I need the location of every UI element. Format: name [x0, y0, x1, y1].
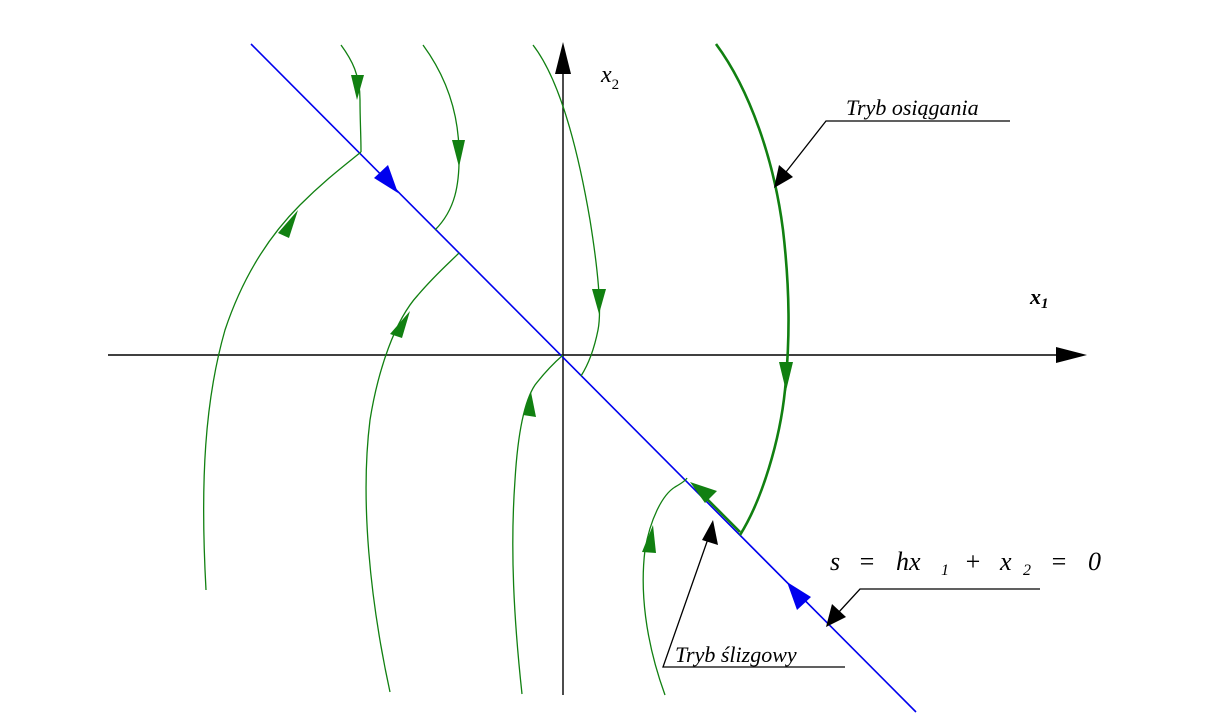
- sliding-surface-line: [250, 43, 917, 713]
- x1-axis-label: x1: [1029, 284, 1049, 312]
- axes: [108, 42, 1087, 695]
- equation-plus: +: [964, 547, 982, 576]
- reaching-mode-leader: [785, 120, 1010, 173]
- x2-axis-label: x2: [600, 62, 619, 93]
- trajectory-bottom-2: [642, 477, 688, 696]
- equation-hx: hx: [896, 547, 921, 576]
- trajectory-top-2: [422, 44, 460, 231]
- trajectory-top-3-arrow: [592, 289, 606, 314]
- trajectories: [202, 43, 793, 696]
- x1-axis-arrowhead: [1056, 347, 1087, 363]
- trajectory-top-3: [532, 44, 601, 377]
- equation-sub-1: 1: [941, 562, 949, 579]
- surface-leader-arrowhead: [826, 604, 846, 627]
- surface-arrow-upper: [374, 165, 398, 193]
- trajectory-bottom-2-arrow: [642, 525, 656, 553]
- trajectory-top-1: [340, 44, 362, 153]
- surface-leader: [837, 588, 1040, 614]
- trajectory-left-1: [202, 151, 362, 591]
- equation-zero: 0: [1088, 547, 1101, 576]
- reaching-mode-leader-arrowhead: [774, 165, 793, 188]
- trajectory-bottom-1-arrow: [523, 392, 536, 417]
- sliding-mode-label: Tryb ślizgowy: [675, 642, 797, 667]
- equation-equals-1: =: [858, 547, 876, 576]
- trajectory-top-1-arrow: [351, 75, 364, 100]
- equation-equals-2: =: [1050, 547, 1068, 576]
- trajectory-left-2: [365, 252, 460, 693]
- reaching-mode-trajectory: [714, 43, 790, 536]
- sliding-surface: [250, 43, 917, 713]
- x2-axis-arrowhead: [555, 42, 571, 74]
- sliding-surface-equation: s = hx 1 + x 2 = 0: [830, 547, 1101, 579]
- sliding-mode-leader: [662, 535, 845, 668]
- sliding-mode-arrow: [690, 482, 717, 503]
- trajectory-left-2-arrow: [390, 311, 410, 338]
- trajectory-top-2-arrow: [452, 140, 465, 167]
- surface-arrow-lower: [787, 582, 811, 610]
- trajectory-bottom-1: [512, 354, 564, 695]
- reaching-mode-arrow: [779, 362, 793, 391]
- equation-x: x: [999, 547, 1012, 576]
- equation-sub-2: 2: [1023, 562, 1031, 579]
- trajectory-left-1-arrow: [278, 210, 298, 238]
- sliding-mode-leader-arrowhead: [702, 520, 718, 545]
- equation-s: s: [830, 547, 840, 576]
- reaching-mode-label: Tryb osiągania: [846, 95, 979, 120]
- leader-arrows: [662, 120, 1040, 668]
